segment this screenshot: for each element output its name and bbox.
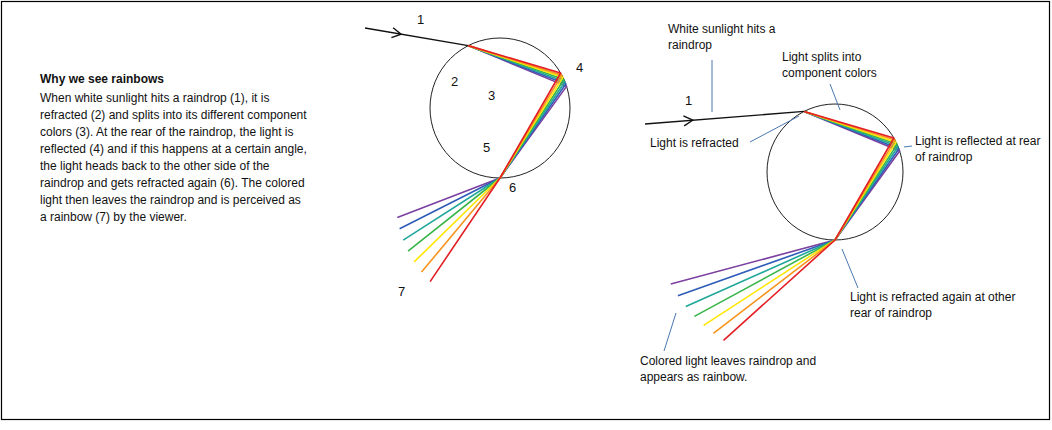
leader-line [712,60,713,112]
frame [2,2,1050,420]
callout-number: 1 [417,12,424,29]
callout-label: Light is refracted [650,136,760,152]
leader-line [750,116,799,142]
callout-number: 6 [509,180,516,197]
light-rays [365,28,900,341]
color-ray [408,46,564,252]
arrow-head [683,116,692,126]
description-text: When white sunlight hits a raindrop (1),… [40,90,308,226]
arrow-head [391,28,401,38]
leader-line [664,313,676,351]
callout-number: 3 [488,88,495,105]
color-ray [403,46,565,240]
sunlight-ray [365,28,468,46]
leader-line [904,146,912,147]
raindrop-rays [365,28,567,282]
callout-number: 2 [451,74,458,91]
callout-number: 5 [483,140,490,157]
callout-label: Light splits into component colors [782,50,892,81]
callout-number: 4 [576,60,583,77]
callout-label: Light is reflected at rear of raindrop [915,134,1041,165]
callout-number: 1 [685,93,692,110]
callout-label: Colored light leaves raindrop and appear… [640,354,822,385]
sunlight-ray [645,111,804,124]
color-ray [422,46,562,272]
callout-label: White sunlight hits a raindrop [668,22,778,53]
leader-line [842,249,858,288]
color-ray [414,46,563,262]
callout-label: Light is refracted again at other rear o… [850,290,1040,321]
callout-number: 7 [398,284,405,301]
color-ray [430,46,561,282]
leader-line [830,84,840,110]
heading: Why we see rainbows [40,72,164,88]
